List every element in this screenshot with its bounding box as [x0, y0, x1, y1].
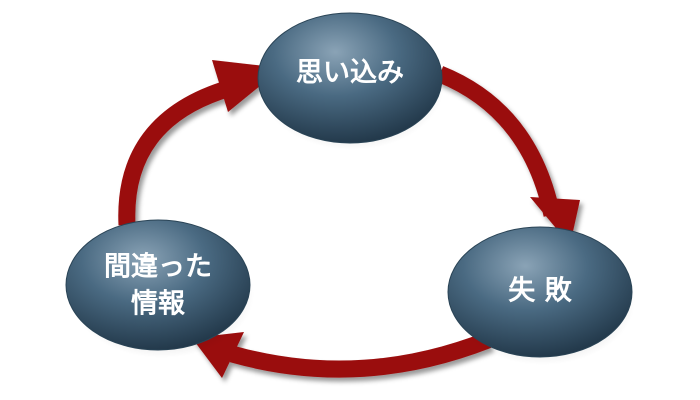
- node-top: 思い込み: [257, 12, 444, 150]
- node-left: 間違った 情報: [65, 219, 254, 358]
- arrow-right-to-left: [192, 332, 492, 378]
- node-left-label-line1: 間違った: [104, 252, 212, 283]
- node-right-label: 失 敗: [508, 276, 572, 307]
- node-right: 失 敗: [447, 226, 635, 365]
- node-left-label-line2: 情報: [131, 289, 186, 320]
- arrow-top-to-right: [436, 66, 580, 245]
- node-top-label: 思い込み: [296, 58, 404, 89]
